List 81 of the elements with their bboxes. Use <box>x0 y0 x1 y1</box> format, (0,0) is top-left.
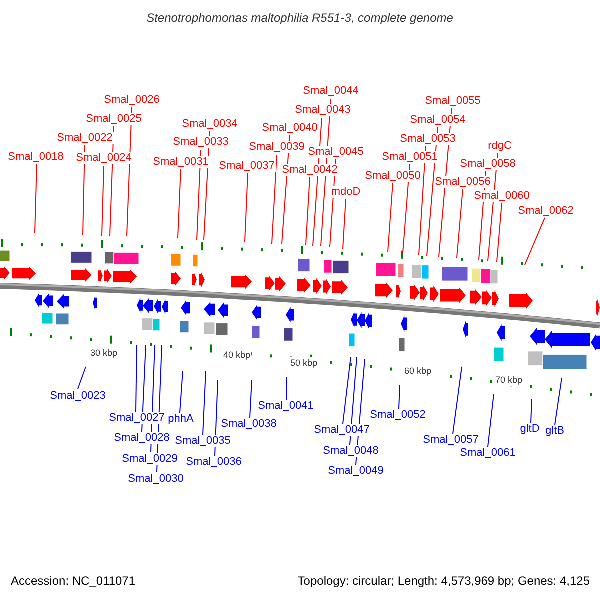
scale-label: 50 kbp <box>289 357 319 369</box>
gene-label: Smal_0052 <box>369 409 427 421</box>
leader-line <box>178 168 182 238</box>
genome-info-note: Topology: circular; Length: 4,573,969 bp; Genes: 4,125 <box>296 575 591 587</box>
gene-label: Smal_0035 <box>174 435 232 447</box>
gene-label: phhA <box>167 413 195 425</box>
gene-label: Smal_0031 <box>152 156 210 168</box>
gene-label: Smal_0057 <box>422 434 480 446</box>
gene-label: gltD <box>519 423 541 435</box>
gene-label: Smal_0034 <box>181 118 239 130</box>
leader-line <box>286 376 288 400</box>
gene-label: Smal_0045 <box>307 146 365 158</box>
leader-line <box>496 202 502 262</box>
gene-label: Smal_0022 <box>56 132 114 144</box>
gene-label: Smal_0051 <box>381 151 439 163</box>
scale-label: 40 kbp <box>222 349 252 361</box>
gene-label: Smal_0050 <box>364 170 422 182</box>
leader-line <box>398 384 400 410</box>
leader-line <box>34 164 38 234</box>
gene-label: Smal_0062 <box>517 205 575 217</box>
gene-label: gltB <box>544 425 566 437</box>
leader-line <box>350 356 358 446</box>
leader-line <box>418 146 426 256</box>
leader-line <box>342 356 352 424</box>
scale-label: 60 kbp <box>403 365 433 377</box>
gene-label: Smal_0048 <box>322 445 380 457</box>
leader-line <box>78 366 86 390</box>
gene-label: Smal_0023 <box>49 390 107 402</box>
gene-label: Smal_0056 <box>434 176 492 188</box>
leader-line <box>82 144 86 236</box>
leader-line <box>250 380 252 418</box>
gene-label: Smal_0054 <box>409 114 467 126</box>
leader-line <box>196 150 202 240</box>
gene-label: Smal_0018 <box>7 151 65 163</box>
gene-label: Smal_0043 <box>294 104 352 116</box>
gene-label: Smal_0044 <box>302 85 360 97</box>
leader-line <box>342 198 346 250</box>
gene-label: mdoD <box>330 186 362 198</box>
gene-label: Smal_0040 <box>261 122 319 134</box>
gene-label: Smal_0033 <box>172 136 230 148</box>
gene-label: Smal_0036 <box>185 456 243 468</box>
leader-line <box>456 188 464 258</box>
leader-line <box>272 154 278 244</box>
leader-line <box>388 182 394 252</box>
gene-label: Smal_0061 <box>459 447 517 459</box>
gene-label: Smal_0029 <box>121 453 179 465</box>
leader-line <box>306 176 310 246</box>
scale-label: 70 kbp <box>494 374 524 386</box>
gene-label: Smal_0024 <box>75 152 133 164</box>
leader-line <box>102 166 104 236</box>
gene-label: Smal_0037 <box>218 160 276 172</box>
gene-label: Smal_0041 <box>257 400 315 412</box>
gene-label: Smal_0047 <box>313 424 371 436</box>
leader-line <box>554 378 562 426</box>
gene-label: Smal_0027 <box>108 412 166 424</box>
gene-label: Smal_0028 <box>113 432 171 444</box>
accession-note: Accession: NC_011071 <box>10 575 137 587</box>
gene-label: Smal_0058 <box>459 158 517 170</box>
leader-line <box>244 172 248 242</box>
gene-label: Smal_0025 <box>85 113 143 125</box>
leader-line <box>180 370 184 414</box>
gene-label: rdgC <box>487 140 513 152</box>
genome-title: Stenotrophomonas maltophilia R551-3, complete genome <box>146 12 454 24</box>
gene-label: Smal_0039 <box>248 141 306 153</box>
leader-line <box>452 366 462 434</box>
leader-line <box>530 398 532 424</box>
leader-line <box>402 164 410 254</box>
gene-label: Smal_0026 <box>103 94 161 106</box>
gene-label: Smal_0030 <box>127 473 185 485</box>
leader-line <box>202 370 206 436</box>
gene-label: Smal_0042 <box>281 164 339 176</box>
leader-line <box>142 344 146 432</box>
gene-label: Smal_0055 <box>424 95 482 107</box>
gene-label: Smal_0060 <box>473 190 531 202</box>
leader-line <box>524 218 546 266</box>
gene-label: Smal_0053 <box>399 133 457 145</box>
leader-line <box>136 344 138 412</box>
leader-line <box>488 394 494 448</box>
gene-label: Smal_0049 <box>327 465 385 477</box>
gene-label: Smal_0038 <box>220 418 278 430</box>
scale-label: 30 kbp <box>89 347 119 359</box>
